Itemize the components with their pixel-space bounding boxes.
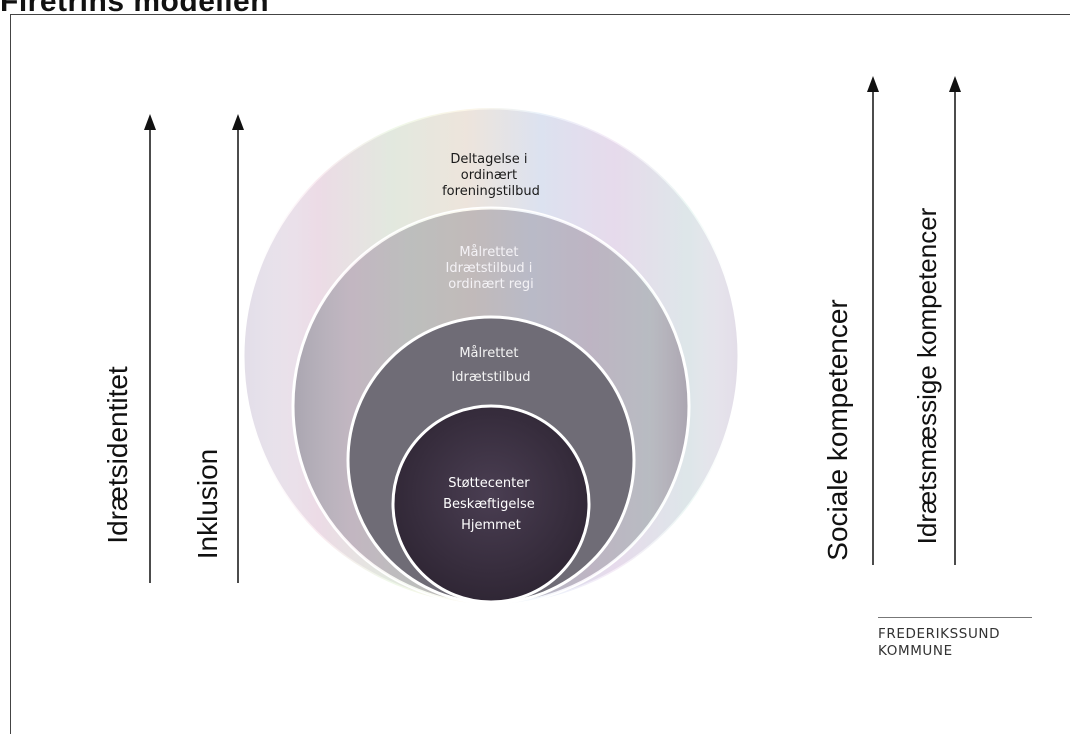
arrow-idraetsmaessige [949,76,961,565]
circle-outer-label: Deltagelse i ordinært foreningstilbud [442,152,540,199]
slide-frame [10,14,1070,734]
circle-inner [391,404,591,604]
arrow-idraetsidentitet [144,114,156,583]
frederikssund-logo: FREDERIKSSUND KOMMUNE [878,617,1032,660]
axis-label-sociale: Sociale kompetencer [822,299,853,560]
circle-second-label: Målrettet Idrætstilbud i ordinært regi [445,245,536,292]
page-title: Firetrins modellen [0,0,270,18]
arrow-sociale [867,76,879,565]
axis-label-idraetsidentitet: Idrætsidentitet [102,366,133,544]
circle-third-label: Målrettet Idrætstilbud [451,346,530,385]
arrow-inklusion [232,114,244,583]
logo-line-1: FREDERIKSSUND [878,626,1001,642]
logo-line-2: KOMMUNE [878,643,953,659]
circle-inner-label: Støttecenter Beskæftigelse Hjemmet [443,476,539,533]
axis-label-inklusion: Inklusion [192,449,223,560]
firetrins-diagram: Deltagelse i ordinært foreningstilbud Må… [102,76,961,606]
axis-label-idraetsmaessige: Idrætsmæssige kompetencer [912,207,942,544]
